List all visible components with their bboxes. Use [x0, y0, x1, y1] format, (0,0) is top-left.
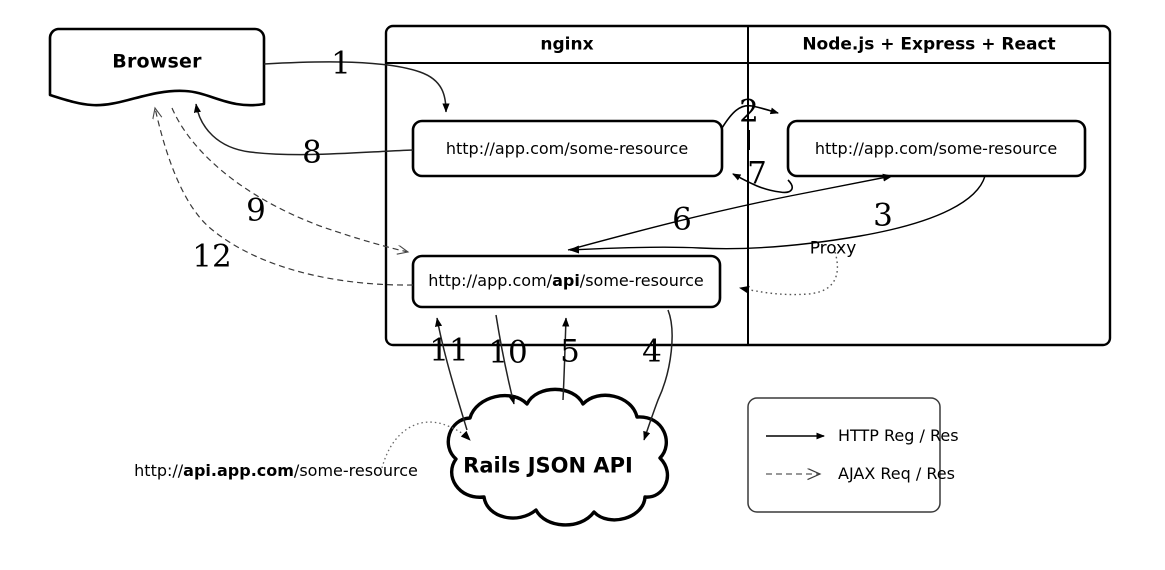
step-number-5: 5 [560, 333, 580, 370]
step-number-1: 1 [331, 45, 351, 82]
nginx-resource-url: http://app.com/some-resource [446, 141, 688, 157]
flow-arrow-3 [569, 175, 986, 254]
legend-box [747, 397, 941, 513]
node-resource-url: http://app.com/some-resource [815, 141, 1057, 157]
column-header-nginx: nginx [540, 34, 594, 55]
nginx-api-url-bold: api [552, 271, 580, 290]
nginx-api-resource-box[interactable] [411, 254, 722, 309]
node-resource-box[interactable] [786, 119, 1087, 178]
step-number-6: 6 [672, 201, 692, 238]
api-url-suffix: /some-resource [293, 461, 418, 480]
flow-arrow-2 [721, 104, 779, 129]
api-url-label: http://api.app.com/some-resource [134, 463, 418, 479]
step-number-12: 12 [192, 238, 232, 275]
flow-arrow-10 [495, 314, 516, 405]
step-number-9: 9 [246, 192, 266, 229]
node-resource-url-prefix: http://app.com/some-resource [814, 139, 1058, 158]
flow-arrow-4 [643, 309, 673, 441]
cloud-label: Rails JSON API [463, 453, 633, 478]
step-number-2: 2 [739, 93, 759, 130]
column-header-node: Node.js + Express + React [802, 34, 1056, 55]
legend-label-ajax: AJAX Req / Res [838, 464, 955, 483]
browser-node[interactable] [48, 27, 266, 107]
step-number-7: 7 [747, 155, 767, 192]
browser-label: Browser [112, 50, 202, 73]
api-url-pointer [381, 421, 471, 469]
flow-arrow-12 [155, 108, 414, 286]
step-number-3: 3 [873, 197, 893, 234]
flow-arrow-11 [435, 317, 468, 431]
nginx-resource-box[interactable] [411, 119, 724, 178]
nginx-api-url-prefix: http://app.com/ [428, 271, 553, 290]
flow-arrow-8 [193, 103, 414, 156]
nginx-api-resource-url: http://app.com/api/some-resource [428, 273, 703, 289]
flow-arrow-5 [562, 317, 570, 401]
nginx-api-url-suffix: /some-resource [579, 271, 704, 290]
legend-label-http: HTTP Reg / Res [838, 426, 959, 445]
flow-arrow-6 [567, 173, 893, 251]
step-number-10: 10 [488, 334, 528, 371]
proxy-label: Proxy [809, 238, 857, 259]
flow-arrow-1 [263, 61, 450, 113]
flow-arrow-7 [732, 173, 793, 194]
step-number-11: 11 [429, 332, 469, 369]
api-url-bold: api.app.com [183, 461, 294, 480]
step-number-4: 4 [642, 333, 662, 370]
nginx-resource-url-prefix: http://app.com/some-resource [445, 139, 689, 158]
step-number-8: 8 [302, 134, 322, 171]
api-url-prefix: http:// [134, 461, 184, 480]
